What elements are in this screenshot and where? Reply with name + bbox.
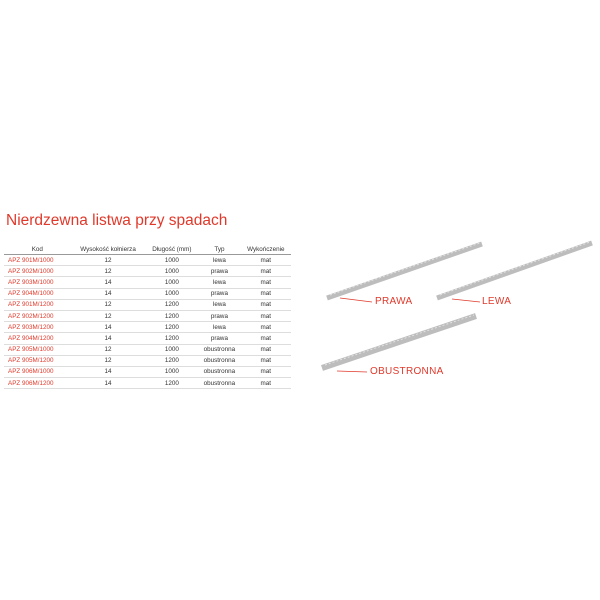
- col-type: Typ: [198, 244, 241, 255]
- cell-height: 14: [70, 288, 146, 300]
- profile-prawa: [326, 241, 483, 303]
- cell-kod: APZ 904M/1000: [4, 288, 71, 300]
- cell-length: 1200: [145, 321, 199, 334]
- col-finish: Wykończenie: [240, 244, 291, 255]
- cell-height: 14: [70, 276, 146, 289]
- cell-height: 12: [70, 344, 146, 356]
- cell-kod: APZ 903M/1000: [4, 276, 71, 289]
- cell-height: 12: [70, 254, 146, 267]
- cell-kod: APZ 903M/1200: [4, 321, 71, 334]
- cell-type: prawa: [198, 332, 241, 345]
- col-length: Długość (mm): [145, 244, 199, 255]
- cell-type: lewa: [198, 321, 241, 334]
- label-lewa: LEWA: [482, 296, 512, 307]
- cell-type: prawa: [198, 288, 241, 300]
- cell-length: 1200: [145, 299, 199, 311]
- cell-length: 1000: [145, 276, 199, 289]
- cell-height: 12: [70, 299, 146, 311]
- cell-height: 14: [70, 332, 146, 345]
- cell-length: 1200: [145, 332, 199, 345]
- cell-kod: APZ 904M/1200: [4, 332, 71, 345]
- cell-kod: APZ 906M/1200: [4, 377, 71, 390]
- cell-length: 1200: [145, 310, 199, 323]
- cell-finish: mat: [240, 355, 291, 367]
- cell-type: prawa: [198, 310, 241, 323]
- cell-height: 12: [70, 265, 146, 278]
- cell-length: 1000: [145, 288, 199, 300]
- cell-finish: mat: [240, 377, 291, 390]
- cell-length: 1000: [145, 366, 199, 379]
- product-table: Kod Wysokość kołnierza Długość (mm) Typ …: [4, 244, 291, 390]
- cell-finish: mat: [240, 366, 291, 379]
- cell-finish: mat: [240, 332, 291, 345]
- table-header: Kod Wysokość kołnierza Długość (mm) Typ …: [4, 244, 291, 255]
- cell-kod: APZ 905M/1200: [4, 355, 71, 367]
- cell-kod: APZ 901M/1200: [4, 299, 71, 311]
- cell-height: 14: [70, 321, 146, 334]
- cell-type: obustronna: [198, 355, 241, 367]
- label-obustronna: OBUSTRONNA: [370, 366, 444, 377]
- cell-finish: mat: [240, 265, 291, 278]
- cell-type: prawa: [198, 265, 241, 278]
- cell-length: 1000: [145, 265, 199, 278]
- label-prawa: PRAWA: [375, 296, 413, 307]
- cell-finish: mat: [240, 276, 291, 289]
- cell-finish: mat: [240, 321, 291, 334]
- cell-finish: mat: [240, 299, 291, 311]
- col-height: Wysokość kołnierza: [70, 244, 146, 255]
- cell-finish: mat: [240, 288, 291, 300]
- cell-kod: APZ 905M/1000: [4, 344, 71, 356]
- page-title: Nierdzewna listwa przy spadach: [6, 212, 228, 229]
- cell-type: lewa: [198, 276, 241, 289]
- cell-kod: APZ 901M/1000: [4, 254, 71, 267]
- cell-type: lewa: [198, 299, 241, 311]
- cell-finish: mat: [240, 310, 291, 323]
- cell-height: 14: [70, 366, 146, 379]
- cell-length: 1200: [145, 355, 199, 367]
- cell-type: lewa: [198, 254, 241, 267]
- cell-type: obustronna: [198, 377, 241, 390]
- cell-length: 1200: [145, 377, 199, 390]
- cell-height: 14: [70, 377, 146, 390]
- cell-length: 1000: [145, 344, 199, 356]
- cell-kod: APZ 902M/1200: [4, 310, 71, 323]
- cell-kod: APZ 902M/1000: [4, 265, 71, 278]
- col-kod: Kod: [4, 244, 71, 255]
- cell-height: 12: [70, 310, 146, 323]
- cell-type: obustronna: [198, 366, 241, 379]
- cell-length: 1000: [145, 254, 199, 267]
- cell-kod: APZ 906M/1000: [4, 366, 71, 379]
- cell-height: 12: [70, 355, 146, 367]
- profile-obustronna: [321, 313, 477, 373]
- cell-type: obustronna: [198, 344, 241, 356]
- profile-lewa: [436, 240, 593, 303]
- cell-finish: mat: [240, 254, 291, 267]
- cell-finish: mat: [240, 344, 291, 356]
